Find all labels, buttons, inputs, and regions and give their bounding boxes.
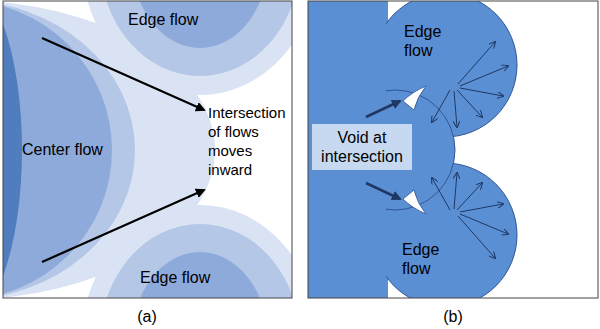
region-label: Center flow (22, 140, 103, 159)
intersection-note: Intersection of flows moves inward (208, 103, 292, 179)
center-flow-region: Center flow (22, 140, 103, 159)
void-callout-box: Void at intersection (312, 124, 412, 170)
panel-a-flows (3, 1, 292, 298)
edge-flow-region: Edge flow (140, 268, 210, 287)
edge-flow-lobe: Edge flow (404, 22, 448, 60)
void-pointer (366, 101, 400, 117)
panel-b-border (308, 1, 598, 298)
panel-label: (a) (137, 307, 157, 326)
panel-b-flows (308, 1, 517, 298)
panel-label: (b) (443, 307, 463, 326)
edge-flow-lobe: Edge flow (402, 240, 446, 278)
edge-flow-region: Edge flow (128, 10, 198, 29)
region-label: Edge flow (404, 22, 448, 60)
panel-a-border (3, 1, 292, 298)
flow-arrow (42, 38, 204, 110)
void-pointer (366, 183, 400, 199)
radial-arrows (432, 42, 508, 258)
region-label: Edge flow (128, 10, 198, 29)
region-label: Edge flow (140, 268, 210, 287)
flow-arrow (42, 190, 204, 262)
region-label: Edge flow (402, 240, 446, 278)
region-label: Void at intersection (316, 128, 408, 166)
